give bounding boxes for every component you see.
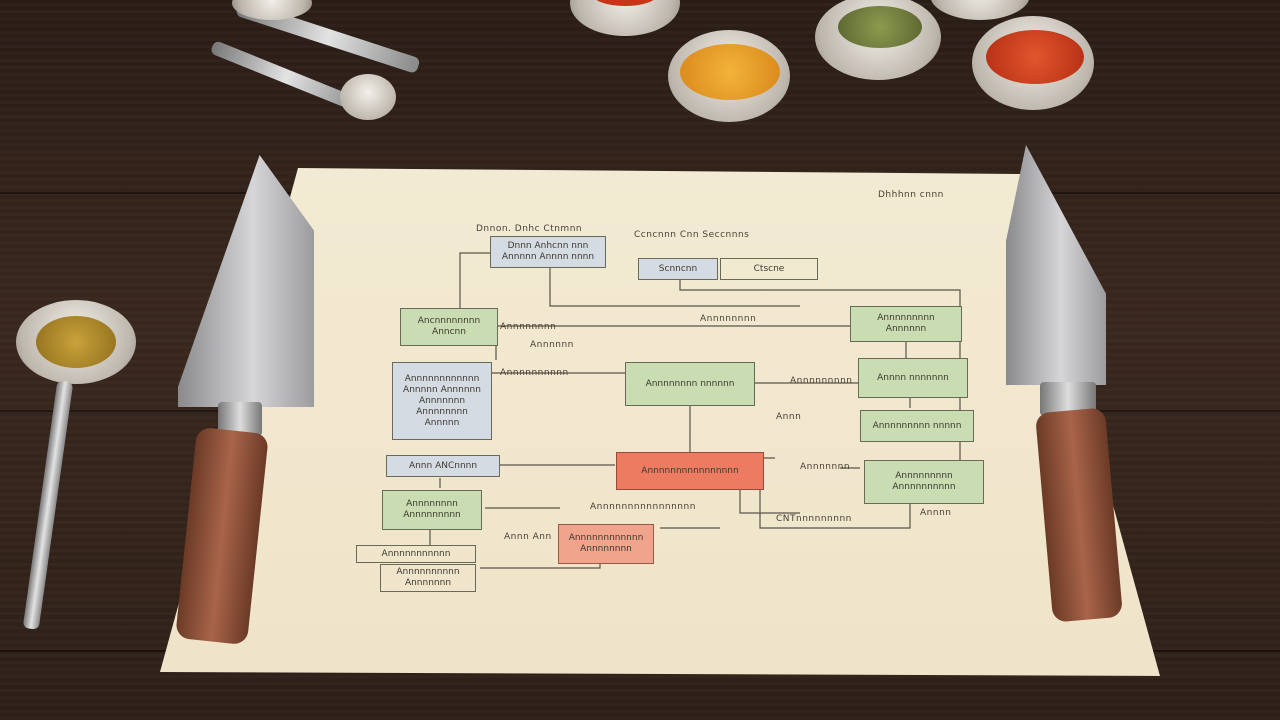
flowchart-node: Ctscne [720,258,818,280]
flowchart-paper: Dhhhnn cnnn Dnnon. Dnhc Ctnmnn Ccncnnn C… [160,168,1160,676]
edge-label: Annnnnnnnn [790,376,853,386]
edge-label: Annnn [920,508,952,518]
flowchart-node: Annnnnnnnnnn [356,545,476,563]
edge-label: Annnnnnnn [700,314,757,324]
edge-label: Annn Ann [504,532,552,542]
edge-label: Annnnnn [530,340,574,350]
flowchart-node-highlight: Annnnnnnnnnnnnnnn [616,452,764,490]
flowchart-node: Annnn nnnnnnn [858,358,968,398]
flowchart-node: Annnnnnnn nnnnnn [625,362,755,406]
top-left-label: Dnnon. Dnhc Ctnmnn [476,224,583,234]
edge-label: Annnnnnnnnn [500,368,569,378]
edge-label: CNTnnnnnnnnn [776,514,852,524]
flowchart-node: Scnncnn [638,258,718,280]
edge-label: Annnnnnnn [500,322,557,332]
flowchart-node: Annn ANCnnnn [386,455,500,477]
edge-label: Annnnnnnnnnnnnnnn [590,502,696,512]
top-center-label: Ccncnnn Cnn Seccnnns [634,230,750,240]
flowchart-node: Annnnnnnnn nnnnn [860,410,974,442]
edge-label: Annn [776,412,802,422]
edge-label: Annnnnnn [800,462,851,472]
paper-header: Dhhhnn cnnn [878,190,944,200]
